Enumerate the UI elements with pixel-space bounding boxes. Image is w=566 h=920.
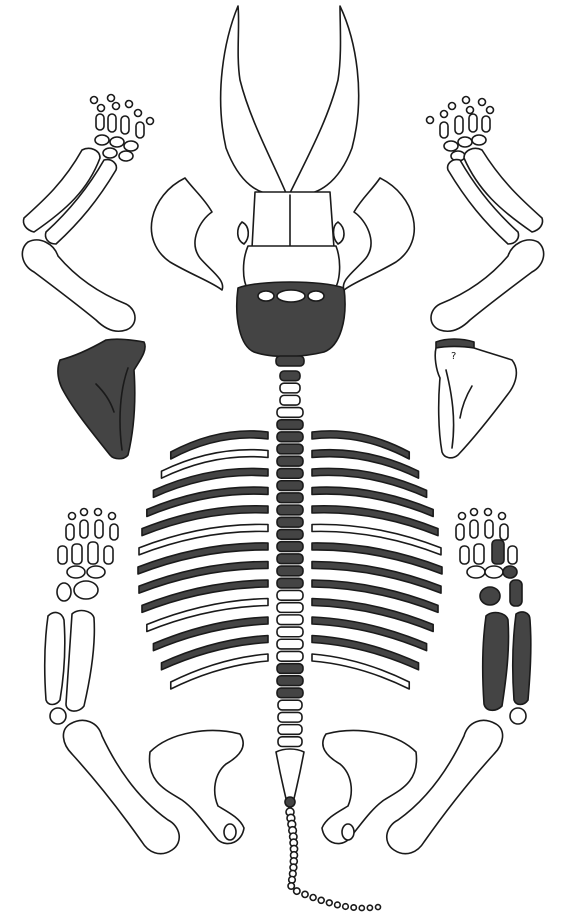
vertebra <box>277 688 303 698</box>
skull-condyle-right <box>308 291 324 301</box>
tail-vertebra <box>318 897 324 903</box>
right-humerus <box>431 240 544 331</box>
tail-vertebra <box>302 891 308 897</box>
left-patella <box>50 708 66 724</box>
right-hindfoot <box>456 509 522 607</box>
horn-left <box>221 6 286 194</box>
vertebra <box>280 395 300 405</box>
tail-vertebra <box>343 904 349 910</box>
vertebra <box>277 481 303 491</box>
vertebra <box>277 664 303 674</box>
vertebra <box>277 408 303 418</box>
atlas <box>276 356 304 366</box>
ribs-right <box>312 431 442 689</box>
vertebra <box>280 371 300 381</box>
right-tibia <box>483 613 509 711</box>
left-scapula <box>58 339 145 459</box>
tail-vertebra <box>367 905 372 910</box>
vertebra <box>277 615 303 625</box>
tail-vertebra <box>326 900 332 906</box>
vertebra <box>277 432 303 442</box>
right-pelvis-foramen <box>342 824 354 840</box>
vertebra <box>277 627 303 637</box>
tail-vertebra <box>376 905 381 910</box>
left-tibia <box>45 613 65 705</box>
vertebra <box>278 737 302 747</box>
vertebra <box>277 566 303 576</box>
left-hindfoot <box>57 509 118 602</box>
ear-bone-left <box>151 178 222 290</box>
vertebra <box>277 639 303 649</box>
left-fibula <box>66 611 94 712</box>
vertebra <box>277 676 303 686</box>
vertebra <box>278 712 302 722</box>
skull-frontal <box>252 192 334 248</box>
vertebra <box>277 651 303 661</box>
vertebra <box>277 420 303 430</box>
ear-bone-right <box>343 178 414 290</box>
skull-condyle-left <box>258 291 274 301</box>
vertebra <box>277 554 303 564</box>
right-patella <box>510 708 526 724</box>
right-fibula <box>513 612 531 705</box>
left-forefoot <box>91 95 154 162</box>
tail-vertebra <box>359 905 364 910</box>
vertebra <box>277 603 303 613</box>
skull-brow-right <box>334 222 345 244</box>
vertebra <box>277 542 303 552</box>
vertebra <box>277 590 303 600</box>
skull-foramen <box>277 290 305 302</box>
tail-vertebra <box>294 888 300 894</box>
vertebra <box>277 517 303 527</box>
question-mark: ? <box>451 351 456 362</box>
vertebra <box>277 505 303 515</box>
vertebra <box>278 725 302 735</box>
vertebra <box>280 383 300 393</box>
tail-vertebra <box>310 895 316 901</box>
vertebra <box>277 444 303 454</box>
vertebra <box>277 469 303 479</box>
vertebra <box>277 493 303 503</box>
left-humerus <box>22 240 135 331</box>
vertebra <box>277 456 303 466</box>
vertebral-column <box>276 356 304 747</box>
tail-vertebra <box>335 902 341 908</box>
right-scapula <box>435 347 516 458</box>
tail-vertebra <box>351 905 356 910</box>
skull-brow-left <box>238 222 249 244</box>
tail-vertebra <box>288 883 294 889</box>
vertebra <box>277 530 303 540</box>
left-pelvis-foramen <box>224 824 236 840</box>
horn-right <box>290 6 359 194</box>
tail-vertebra <box>285 797 295 807</box>
vertebra <box>278 700 302 710</box>
vertebra <box>277 578 303 588</box>
ribs-left <box>138 431 268 689</box>
